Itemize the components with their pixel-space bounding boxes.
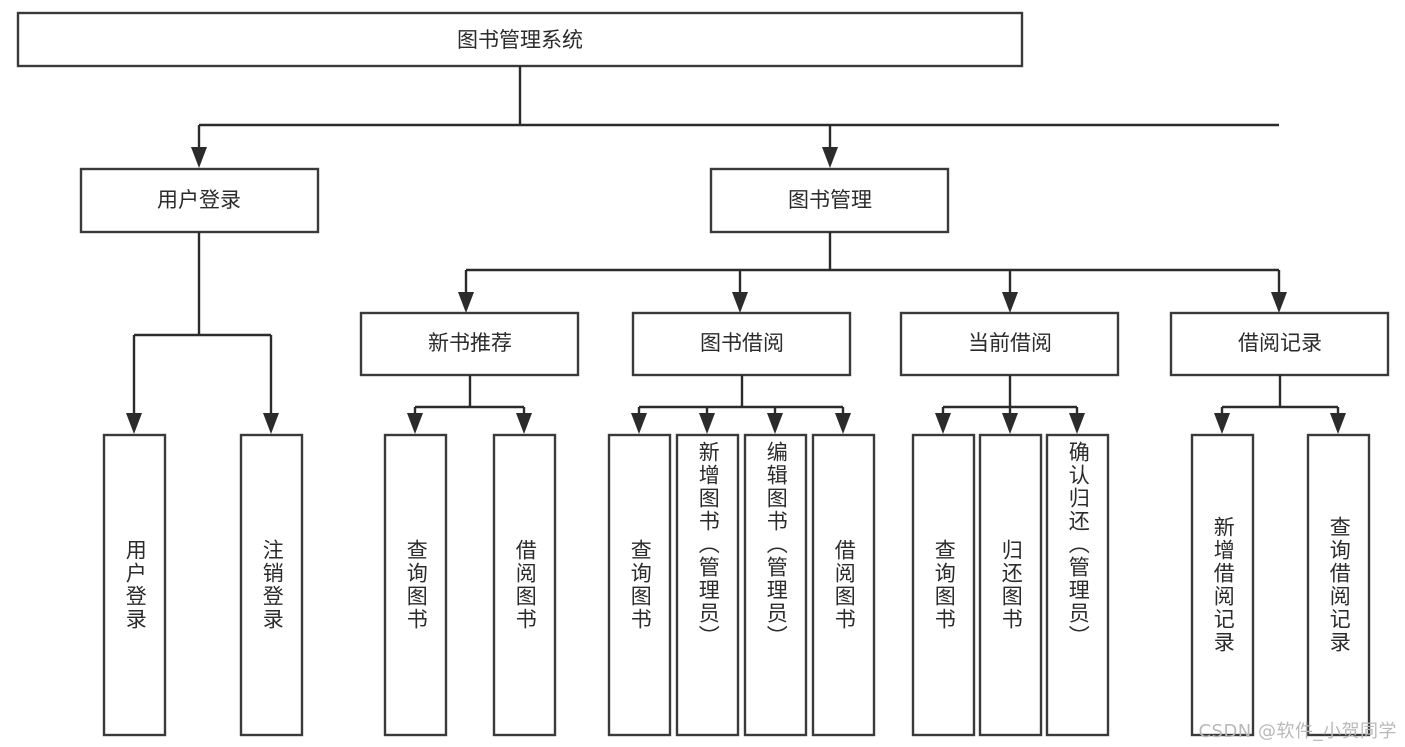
node-current-borrow-box[interactable] xyxy=(899,311,1120,377)
leaf-user-login-box[interactable] xyxy=(102,433,167,737)
leaf-add-book-box[interactable] xyxy=(675,433,740,737)
arrow-head-icon xyxy=(1069,413,1085,434)
leaf-borrow-book-1-box[interactable] xyxy=(492,433,557,737)
node-borrow-record-label: 借阅记录 xyxy=(1238,331,1322,355)
node-book-management-label: 图书管理 xyxy=(788,188,872,212)
leaf-query-book-2-box[interactable] xyxy=(607,433,672,737)
node-new-book-recommend-box[interactable] xyxy=(359,311,580,377)
arrow-head-icon xyxy=(732,292,748,313)
node-book-management[interactable]: 图书管理 xyxy=(709,167,950,234)
arrow-head-icon xyxy=(699,413,715,434)
connector-borrow-record-to-leaves xyxy=(1214,375,1346,434)
leaf-query-book-1-box[interactable] xyxy=(383,433,448,737)
node-current-borrow-label: 当前借阅 xyxy=(968,331,1052,355)
arrow-head-icon xyxy=(1271,292,1287,313)
arrow-head-icon xyxy=(631,413,647,434)
node-book-borrow[interactable]: 图书借阅 xyxy=(631,311,852,377)
arrow-head-icon xyxy=(1002,292,1018,313)
csdn-watermark: CSDN @软件_小贺同学 xyxy=(1198,721,1397,742)
connector-book-borrow-to-leaves xyxy=(631,375,851,434)
arrow-head-icon xyxy=(822,147,838,168)
leaf-boxes xyxy=(102,433,1371,737)
leaf-confirm-return-box[interactable] xyxy=(1045,433,1110,737)
leaf-add-record-box[interactable] xyxy=(1190,433,1255,737)
arrow-head-icon xyxy=(1002,413,1018,434)
arrow-head-icon xyxy=(835,413,851,434)
arrow-head-icon xyxy=(1214,413,1230,434)
arrow-head-icon xyxy=(126,413,142,434)
leaf-borrow-book-2-box[interactable] xyxy=(811,433,876,737)
leaf-edit-book-box[interactable] xyxy=(743,433,808,737)
arrow-head-icon xyxy=(458,292,474,313)
node-user-login[interactable]: 用户登录 xyxy=(79,167,320,234)
connector-current-borrow-to-leaves xyxy=(935,375,1085,434)
connector-new-book-recommend-to-leaves xyxy=(407,375,532,434)
connector-book-management-to-level3 xyxy=(458,232,1287,313)
leaf-logout-login-box[interactable] xyxy=(239,433,304,737)
node-book-borrow-label: 图书借阅 xyxy=(700,331,784,355)
node-root-box[interactable] xyxy=(16,11,1024,68)
arrow-head-icon xyxy=(935,413,951,434)
node-root[interactable]: 图书管理系统 xyxy=(16,11,1024,68)
leaf-query-book-3-box[interactable] xyxy=(911,433,976,737)
node-borrow-record[interactable]: 借阅记录 xyxy=(1169,311,1390,377)
node-user-login-box[interactable] xyxy=(79,167,320,234)
arrow-head-icon xyxy=(191,147,207,168)
arrow-head-icon xyxy=(516,413,532,434)
node-new-book-recommend[interactable]: 新书推荐 xyxy=(359,311,580,377)
arrow-head-icon xyxy=(407,413,423,434)
node-new-book-recommend-label: 新书推荐 xyxy=(428,331,512,355)
connector-root-to-level2 xyxy=(191,66,1279,168)
arrow-head-icon xyxy=(263,413,279,434)
leaf-query-record-box[interactable] xyxy=(1306,433,1371,737)
leaf-return-book-box[interactable] xyxy=(978,433,1043,737)
arrow-head-icon xyxy=(767,413,783,434)
node-user-login-label: 用户登录 xyxy=(157,188,241,212)
node-current-borrow[interactable]: 当前借阅 xyxy=(899,311,1120,377)
node-root-label: 图书管理系统 xyxy=(457,28,583,52)
connector-user-login-to-leaves xyxy=(126,232,279,434)
arrow-head-icon xyxy=(1330,413,1346,434)
